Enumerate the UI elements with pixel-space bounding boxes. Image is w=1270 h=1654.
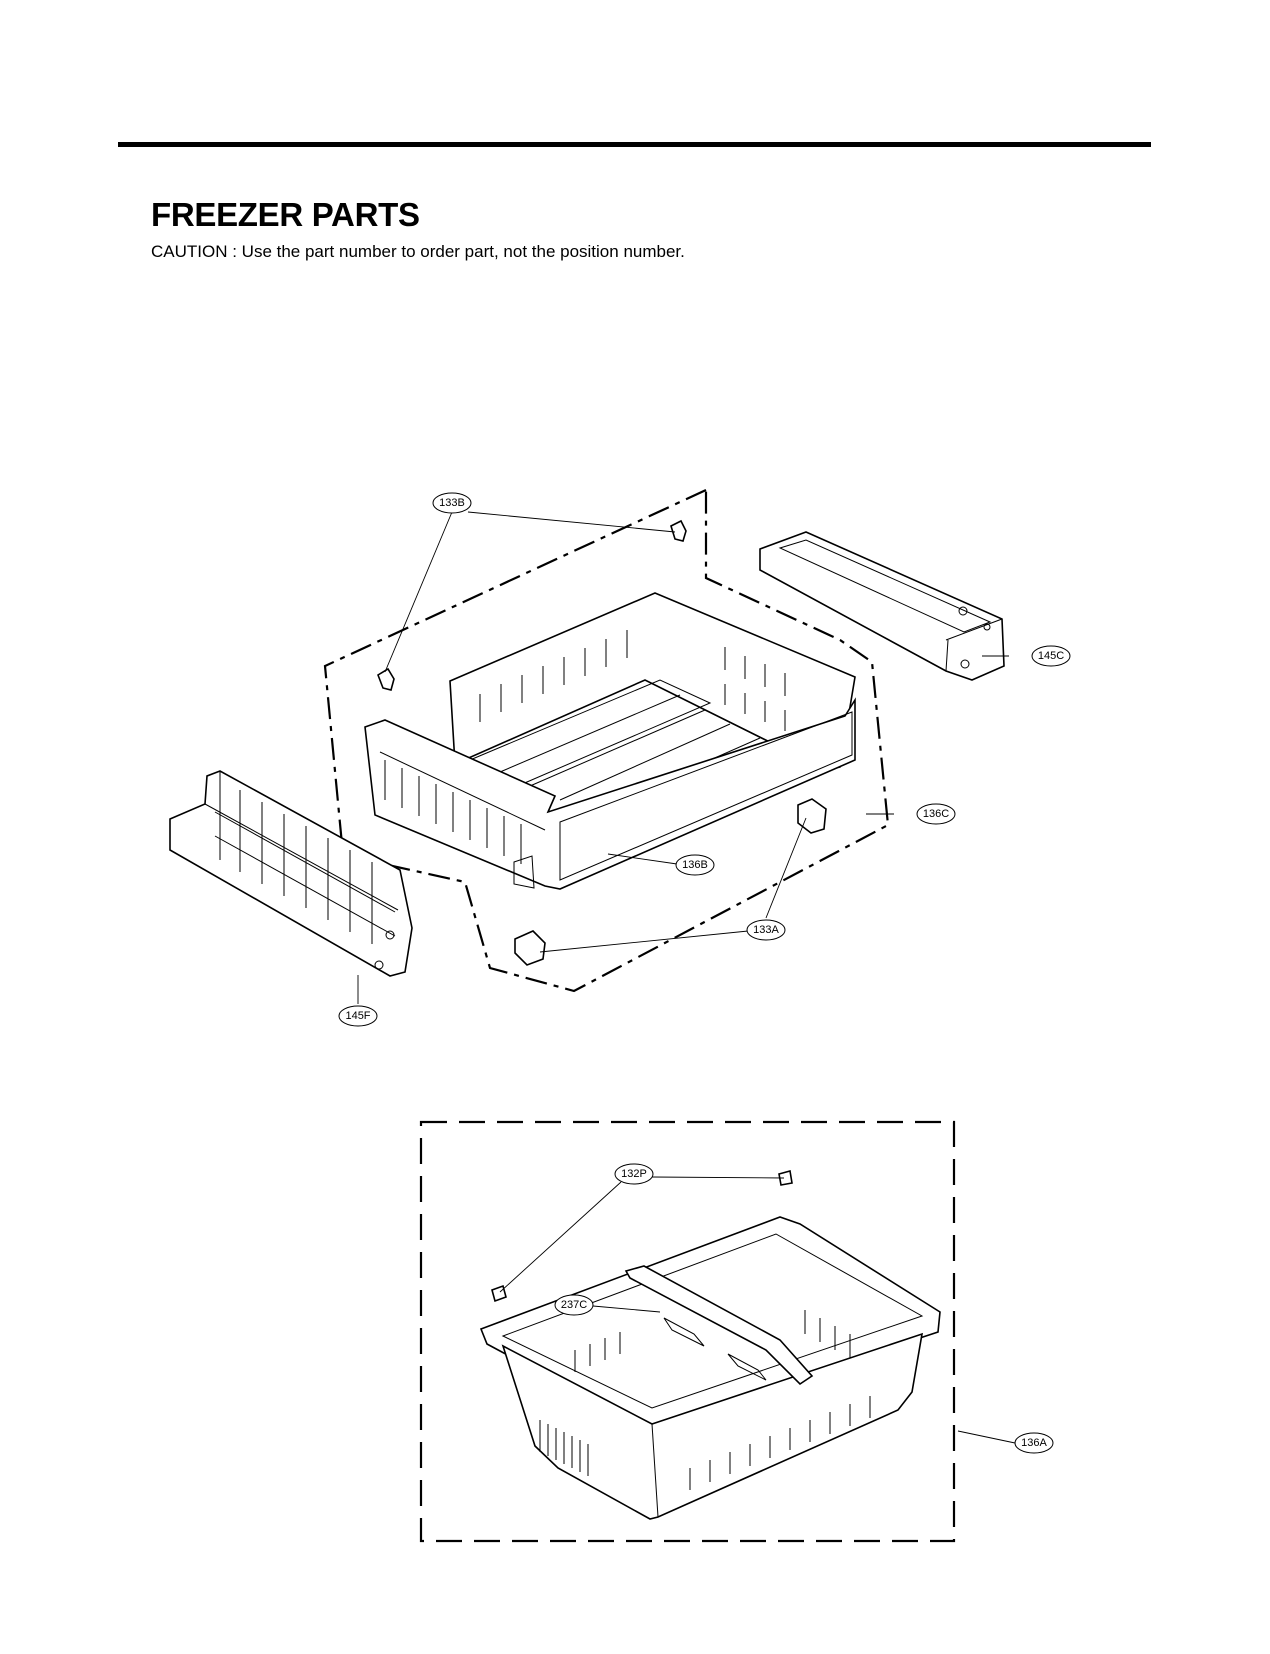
label-136a: 136A bbox=[1014, 1432, 1054, 1454]
clip-132p-right bbox=[778, 1169, 793, 1186]
stopper-133a-left bbox=[514, 930, 546, 966]
stopper-133a-right bbox=[797, 798, 827, 834]
rail-145c bbox=[759, 531, 1005, 681]
label-136b: 136B bbox=[675, 854, 715, 876]
label-132p: 132P bbox=[614, 1163, 654, 1185]
label-133a: 133A bbox=[746, 919, 786, 941]
drawer-136b bbox=[364, 592, 856, 890]
svg-text:237C: 237C bbox=[561, 1299, 587, 1311]
divider-237c bbox=[624, 1265, 814, 1386]
svg-text:136A: 136A bbox=[1021, 1437, 1047, 1449]
rail-145f bbox=[169, 770, 413, 977]
boundary-136a bbox=[419, 1120, 956, 1543]
lower-leader-lines bbox=[499, 1176, 1016, 1444]
stopper-133b-left bbox=[377, 667, 395, 691]
svg-text:133A: 133A bbox=[753, 924, 779, 936]
svg-text:145F: 145F bbox=[345, 1010, 370, 1022]
label-237c: 237C bbox=[554, 1294, 594, 1316]
svg-text:133B: 133B bbox=[439, 497, 465, 509]
svg-text:136C: 136C bbox=[923, 808, 949, 820]
label-145f: 145F bbox=[338, 1005, 378, 1027]
stopper-133b-right bbox=[670, 519, 687, 542]
upper-assembly: 133B 145C 136C 136B 133A 145F bbox=[169, 489, 1071, 1027]
label-145c: 145C bbox=[1031, 645, 1071, 667]
label-136c: 136C bbox=[916, 803, 956, 825]
label-133b: 133B bbox=[432, 492, 472, 514]
page-title: FREEZER PARTS bbox=[151, 196, 420, 233]
header-rule bbox=[118, 142, 1151, 147]
upper-leader-lines bbox=[357, 511, 1009, 1004]
boundary-136c bbox=[323, 489, 890, 993]
svg-text:136B: 136B bbox=[682, 859, 708, 871]
basket-136a bbox=[479, 1216, 941, 1520]
svg-text:145C: 145C bbox=[1038, 650, 1064, 662]
svg-text:132P: 132P bbox=[621, 1168, 647, 1180]
caution-note: CAUTION : Use the part number to order p… bbox=[151, 242, 685, 261]
lower-assembly: 132P 237C 136A bbox=[419, 1120, 1054, 1543]
